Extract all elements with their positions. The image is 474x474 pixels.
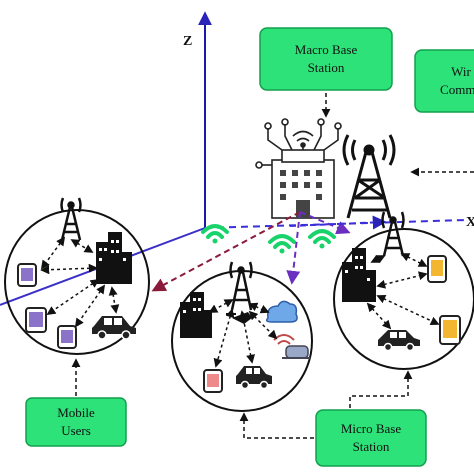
svg-text:Macro Base: Macro Base <box>295 42 358 57</box>
sensor-icon <box>273 334 310 359</box>
macro-base-station-label: Macro Base Station <box>259 27 393 91</box>
svg-text:Mobile: Mobile <box>57 405 95 420</box>
right-cell <box>333 211 474 370</box>
z-axis-label: Z <box>183 34 192 49</box>
cell-tower-icon <box>229 261 253 311</box>
cell-tower-icon <box>381 211 405 257</box>
wifi-icon <box>201 224 229 244</box>
micro-base-station-label: Micro Base Station <box>315 409 427 467</box>
wifi-icon <box>308 229 336 249</box>
car-icon <box>236 366 272 390</box>
phone-icon <box>25 307 47 333</box>
phone-icon <box>203 369 223 393</box>
x-axis <box>204 219 467 229</box>
left-cell <box>4 197 150 355</box>
cell-tower-icon <box>60 197 82 241</box>
building-icon <box>342 248 376 302</box>
macro-to-left-cell-arrow <box>151 211 301 292</box>
building-icon <box>180 292 212 338</box>
macro-to-right-cell-arrow <box>299 211 351 235</box>
svg-text:Station: Station <box>353 439 390 454</box>
svg-text:Micro Base: Micro Base <box>341 421 402 436</box>
wifi-icon <box>268 234 296 254</box>
mobile-users-label: Mobile Users <box>25 397 127 447</box>
cloud-icon <box>265 300 298 323</box>
center-to-right-cell-arrow <box>289 215 387 230</box>
phone-icon <box>17 263 37 287</box>
svg-text:Users: Users <box>61 423 91 438</box>
x-axis-label: X <box>466 215 474 230</box>
building-icon <box>96 232 132 284</box>
car-icon <box>378 330 420 352</box>
phone-icon <box>427 255 447 283</box>
svg-text:Wir: Wir <box>451 64 471 79</box>
phone-icon <box>57 325 77 349</box>
micro-to-center-arrow <box>239 412 314 439</box>
svg-text:Station: Station <box>308 60 345 75</box>
micro-to-right-arrow <box>349 370 413 408</box>
center-cell <box>171 261 313 412</box>
macro-to-center-cell-arrow <box>286 211 301 285</box>
wireless-communication-label: Wir Commu <box>414 49 474 113</box>
macro-base-station-icon <box>255 118 396 219</box>
phone-icon <box>439 315 461 345</box>
svg-text:Commu: Commu <box>440 82 474 97</box>
car-icon <box>92 316 136 340</box>
